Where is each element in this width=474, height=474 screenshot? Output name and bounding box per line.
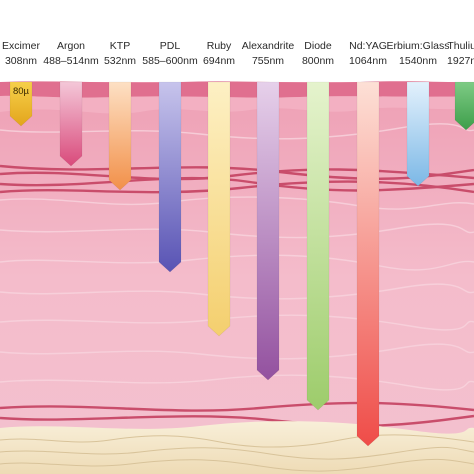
beam-ktp [108, 81, 132, 191]
laser-name-alexandrite: Alexandrite [242, 40, 295, 52]
laser-wavelength-argon: 488–514nm [43, 55, 99, 67]
laser-wavelength-diode: 800nm [302, 55, 334, 67]
beam-thulium [454, 81, 474, 131]
laser-name-thulium: Thulium [447, 40, 474, 52]
laser-beams: 80µ [9, 81, 474, 447]
subcutaneous-fat [0, 421, 474, 474]
beam-ruby [207, 81, 231, 337]
beam-erbium-glass [406, 81, 430, 187]
laser-wavelength-erbium-glass: 1540nm [399, 55, 437, 67]
beam-diode [306, 81, 330, 411]
laser-labels: Excimer 308nm Argon 488–514nm KTP 532nm PDL 585… [2, 40, 474, 67]
laser-name-ktp: KTP [110, 40, 130, 52]
laser-wavelength-excimer: 308nm [5, 55, 37, 67]
beam-pdl [158, 81, 182, 273]
laser-wavelength-ruby: 694nm [203, 55, 235, 67]
laser-wavelength-pdl: 585–600nm [142, 55, 198, 67]
beam-excimer [9, 81, 33, 127]
laser-name-nd-yag: Nd:YAG [349, 40, 387, 52]
laser-name-ruby: Ruby [207, 40, 232, 52]
beam-alexandrite [256, 81, 280, 381]
laser-wavelength-thulium: 1927nm [447, 55, 474, 67]
laser-wavelength-nd-yag: 1064nm [349, 55, 387, 67]
beam-nd-yag [356, 81, 380, 447]
depth-label-excimer: 80µ [13, 86, 30, 97]
laser-name-pdl: PDL [160, 40, 181, 52]
beam-argon [59, 81, 83, 167]
laser-name-erbium-glass: Erbium:Glass [386, 40, 449, 52]
laser-name-diode: Diode [304, 40, 332, 52]
laser-name-excimer: Excimer [2, 40, 40, 52]
laser-wavelength-alexandrite: 755nm [252, 55, 284, 67]
laser-name-argon: Argon [57, 40, 85, 52]
laser-wavelength-ktp: 532nm [104, 55, 136, 67]
